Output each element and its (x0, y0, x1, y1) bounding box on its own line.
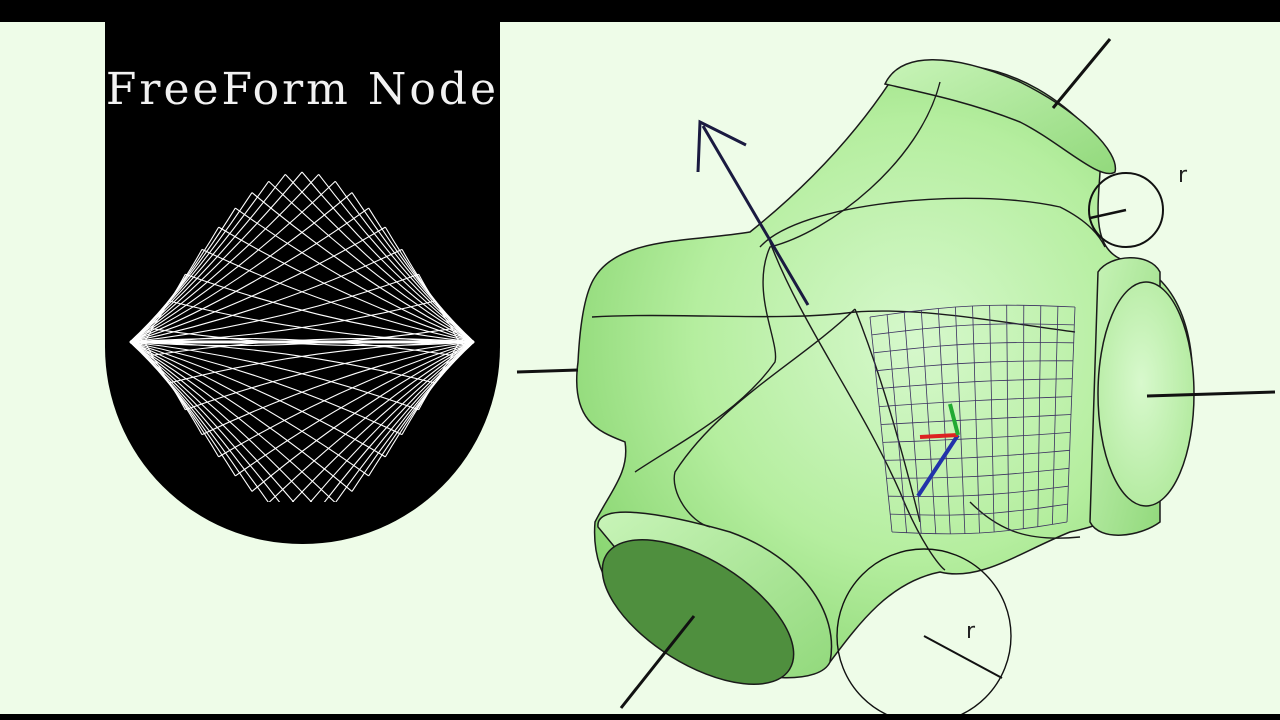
logo-string-line (129, 341, 313, 502)
logo-string-line (151, 328, 475, 347)
top-black-bar (0, 0, 1280, 22)
logo-string-line (201, 341, 475, 436)
arm-axis-lines (516, 38, 1276, 709)
logo-string-line (129, 180, 270, 343)
radius-label-top: r (1178, 163, 1188, 188)
coordinate-axes-icon (916, 403, 960, 498)
logo-string-line (129, 341, 419, 411)
bottom-black-bar (0, 714, 1280, 720)
logo-string-line (129, 341, 336, 502)
logo-string-line (129, 341, 295, 502)
logo-string-line (129, 171, 303, 343)
radius-label-bottom: r (966, 619, 976, 644)
logo-string-line (218, 226, 475, 343)
mesh-line (875, 360, 1073, 372)
string-art-logo-icon (129, 171, 475, 502)
logo-string-line (218, 341, 475, 458)
logo-string-line (129, 341, 220, 458)
surface-mesh-grid (869, 304, 1076, 535)
mesh-line (884, 449, 1070, 461)
mesh-line (886, 467, 1070, 479)
logo-string-line (129, 341, 386, 458)
logo-string-line (129, 180, 336, 343)
logo-string-line (129, 248, 403, 343)
logo-string-line (251, 192, 475, 343)
logo-string-line (129, 207, 369, 343)
fillet-radius-circle-top (1088, 172, 1164, 248)
logo-panel: FreeForm Node (105, 22, 500, 544)
logo-string-line (129, 341, 403, 436)
logo-string-line (201, 248, 475, 343)
logo-string-line (251, 341, 475, 492)
mesh-line (879, 396, 1072, 407)
logo-string-line (268, 341, 475, 502)
logo-string-line (185, 273, 475, 343)
logo-string-line (129, 328, 453, 347)
fillet-radius-circle-bottom (836, 548, 1012, 714)
logo-string-line (451, 338, 475, 356)
logo-string-line (384, 341, 475, 458)
logo-string-line (129, 226, 220, 343)
logo-string-line (129, 173, 320, 343)
logo-string-line (235, 341, 475, 477)
mesh-line (882, 432, 1071, 443)
logo-string-line (451, 328, 475, 346)
top-arm-cap (883, 59, 1117, 175)
logo-string-line (318, 173, 475, 343)
logo-string-line (185, 341, 475, 411)
mesh-line (873, 342, 1074, 354)
logo-string-line (235, 207, 475, 343)
logo-string-line (384, 226, 475, 343)
logo-string-line (129, 226, 386, 343)
bottom-left-arm-cap (601, 538, 795, 686)
direction-arrow-icon (696, 119, 810, 306)
mesh-line (880, 414, 1072, 425)
body-seam-lines (591, 81, 1106, 571)
logo-string-line (129, 173, 286, 343)
mesh-line (869, 304, 1076, 318)
logo-string-line (323, 341, 475, 502)
logo-string-line (129, 341, 369, 477)
logo-string-line (129, 341, 269, 502)
mesh-line (877, 378, 1073, 390)
logo-string-line (129, 341, 353, 492)
logo-title: FreeForm Node (105, 64, 500, 115)
logo-string-line (129, 273, 419, 343)
logo-string-line (129, 341, 281, 502)
logo-string-line (129, 337, 453, 356)
logo-string-line (268, 180, 475, 343)
logo-string-line (401, 341, 475, 435)
mesh-line (891, 521, 1068, 535)
mesh-line (888, 485, 1069, 497)
logo-string-line (401, 249, 475, 343)
mesh-line (871, 323, 1075, 336)
mesh-line (890, 503, 1068, 516)
logo-string-line (129, 192, 353, 343)
freeform-node-viewport: r r (516, 38, 1276, 714)
logo-string-line (151, 337, 475, 356)
